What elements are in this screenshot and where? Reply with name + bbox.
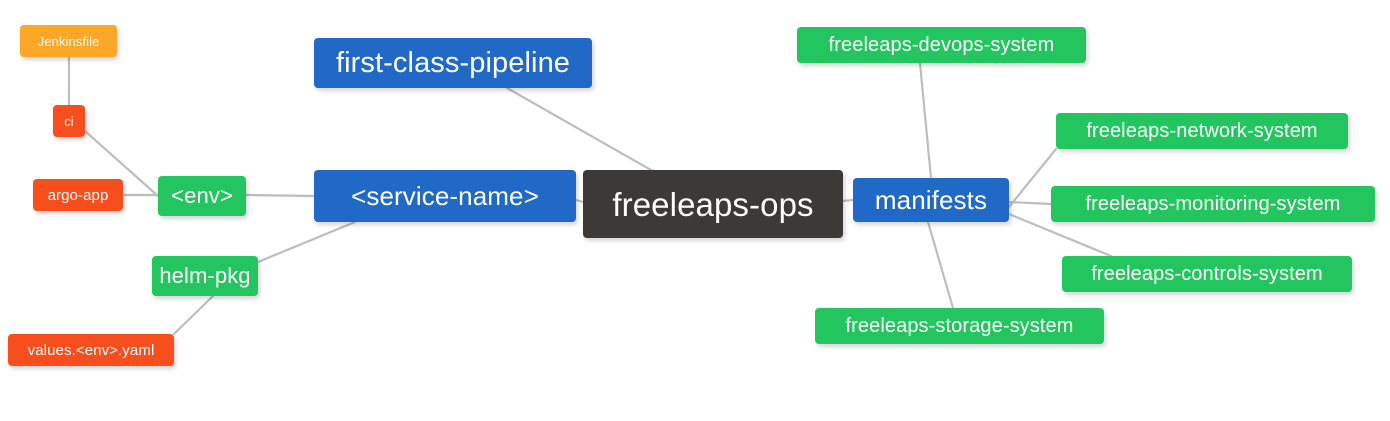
edge-manifests-monitoring: [1007, 200, 1053, 206]
edge-valuesyaml-helmpkg: [172, 294, 215, 336]
node-freeleaps-controls-system[interactable]: freeleaps-controls-system: [1062, 256, 1352, 292]
node-freeleaps-ops-label: freeleaps-ops: [612, 185, 814, 223]
node-freeleaps-controls-system-label: freeleaps-controls-system: [1091, 263, 1323, 285]
node-jenkinsfile-label: Jenkinsfile: [37, 33, 100, 49]
edge-env-service: [244, 193, 316, 198]
node-service-name-label: <service-name>: [351, 181, 539, 211]
edge-manifests-devops: [918, 61, 933, 180]
node-freeleaps-network-system-label: freeleaps-network-system: [1086, 120, 1318, 142]
node-argo-app-label: argo-app: [47, 186, 109, 204]
node-first-class-pipeline-label: first-class-pipeline: [335, 46, 571, 79]
node-freeleaps-storage-system-label: freeleaps-storage-system: [845, 315, 1074, 337]
node-freeleaps-devops-system-label: freeleaps-devops-system: [828, 34, 1055, 56]
node-jenkinsfile[interactable]: Jenkinsfile: [20, 25, 117, 57]
node-helm-pkg-label: helm-pkg: [159, 263, 251, 288]
node-env-label: <env>: [171, 183, 233, 208]
edge-manifests-storage: [926, 220, 955, 310]
node-manifests-label: manifests: [874, 185, 988, 215]
edge-pipeline-root: [505, 86, 653, 172]
node-freeleaps-network-system[interactable]: freeleaps-network-system: [1056, 113, 1348, 149]
node-argo-app[interactable]: argo-app: [33, 179, 123, 211]
node-first-class-pipeline[interactable]: first-class-pipeline: [314, 38, 592, 88]
node-env[interactable]: <env>: [158, 176, 246, 216]
node-freeleaps-storage-system[interactable]: freeleaps-storage-system: [815, 308, 1104, 344]
node-values-yaml-label: values.<env>.yaml: [27, 341, 155, 359]
node-freeleaps-monitoring-system[interactable]: freeleaps-monitoring-system: [1051, 186, 1375, 222]
node-ci-label: ci: [64, 113, 74, 129]
edge-helmpkg-service: [256, 220, 357, 264]
edge-manifests-network: [1007, 147, 1058, 209]
node-values-yaml[interactable]: values.<env>.yaml: [8, 334, 174, 366]
node-freeleaps-ops[interactable]: freeleaps-ops: [583, 170, 843, 238]
node-freeleaps-monitoring-system-label: freeleaps-monitoring-system: [1085, 193, 1341, 215]
node-helm-pkg[interactable]: helm-pkg: [152, 256, 258, 296]
node-freeleaps-devops-system[interactable]: freeleaps-devops-system: [797, 27, 1086, 63]
node-service-name[interactable]: <service-name>: [314, 170, 576, 222]
edge-service-root: [574, 198, 585, 204]
edge-root-manifests: [841, 198, 855, 203]
node-ci[interactable]: ci: [53, 105, 85, 137]
node-manifests[interactable]: manifests: [853, 178, 1009, 222]
